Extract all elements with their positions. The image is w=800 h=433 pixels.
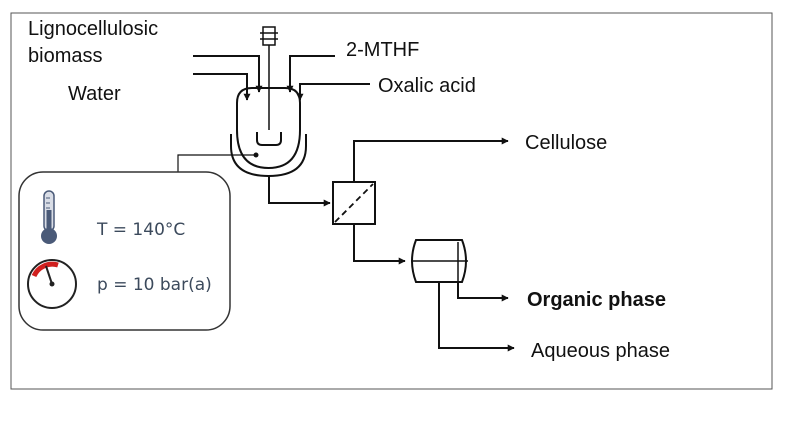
filter-unit <box>332 181 376 225</box>
organic-phase-label: Organic phase <box>527 289 666 311</box>
filter-to-separator-line <box>353 224 406 265</box>
water-feed-line <box>193 73 251 101</box>
solvent-label: 2-MTHF <box>346 39 419 61</box>
pressure-label: p = 10 bar(a) <box>97 275 212 295</box>
aqueous-outlet-line <box>438 282 515 352</box>
organic-outlet-line <box>457 282 509 302</box>
biomass-label-line1: Lignocellulosic <box>28 18 158 40</box>
acid-feed-line <box>296 83 370 101</box>
solvent-feed-line <box>286 55 335 93</box>
reactor-vessel <box>230 87 307 178</box>
biomass-label-line2: biomass <box>28 45 102 67</box>
acid-label: Oxalic acid <box>378 75 476 97</box>
cellulose-label: Cellulose <box>525 132 607 154</box>
reactor-to-filter-line <box>268 176 331 207</box>
pressure-gauge-icon <box>27 259 77 309</box>
cellulose-outlet-line <box>353 137 509 182</box>
aqueous-phase-label: Aqueous phase <box>531 340 670 362</box>
temperature-label: T = 140°C <box>96 220 185 240</box>
phase-separator <box>411 239 468 283</box>
stirrer-motor-icon <box>260 26 278 46</box>
biomass-feed-line <box>193 55 263 93</box>
water-label: Water <box>68 83 121 105</box>
diagram-frame <box>10 12 773 390</box>
thermometer-icon <box>41 190 57 244</box>
conditions-leader-line <box>177 154 256 172</box>
